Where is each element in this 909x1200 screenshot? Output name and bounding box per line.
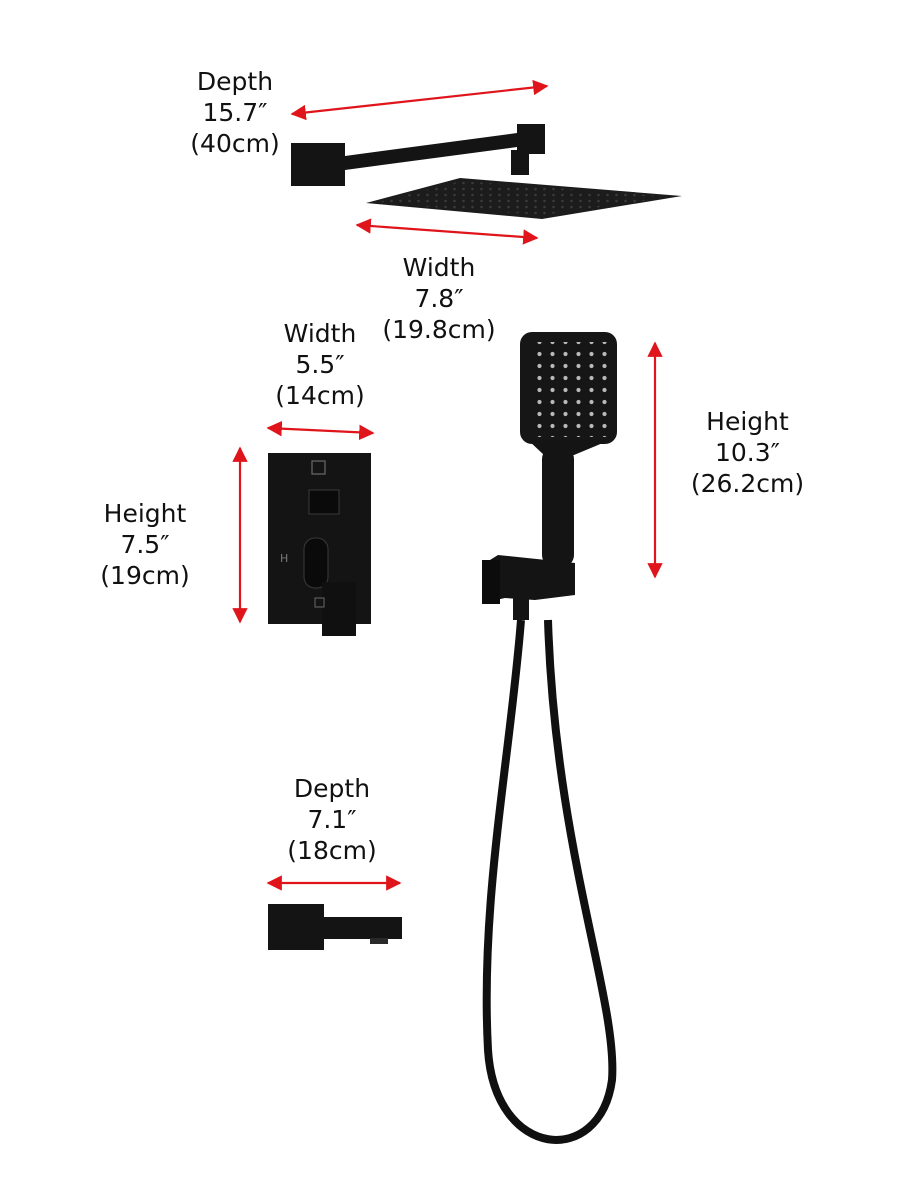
valve-height-label: Height 7.5″ (19cm) — [85, 498, 205, 591]
spout-depth-label: Depth 7.1″ (18cm) — [272, 773, 392, 866]
overhead-width-name: Width — [402, 253, 476, 282]
hand-shower-neck — [528, 440, 610, 455]
valve-hot-mark: H — [280, 552, 288, 565]
valve-cold-mark-icon — [314, 597, 325, 608]
hand-shower-handle — [542, 447, 574, 567]
shower-arm-wall-flange — [291, 143, 345, 186]
diverter-knob — [308, 489, 340, 515]
rain-shower-head-nozzles — [375, 181, 672, 215]
valve-height-metric: (19cm) — [100, 561, 190, 590]
wall-holder — [482, 555, 575, 603]
overhead-width-arrow — [355, 218, 539, 245]
mixer-lever — [322, 582, 356, 636]
shower-arm-connector — [511, 150, 529, 175]
mixer-handle — [303, 537, 329, 589]
valve-height-inches: 7.5″ — [120, 530, 170, 559]
handheld-height-inches: 10.3″ — [714, 438, 780, 467]
overhead-depth-arrow — [290, 79, 549, 121]
overhead-width-label: Width 7.8″ (19.8cm) — [374, 252, 504, 345]
overhead-depth-inches: 15.7″ — [202, 98, 268, 127]
valve-width-name: Width — [283, 319, 357, 348]
shower-arm — [345, 124, 545, 170]
overhead-width-metric: (19.8cm) — [382, 315, 496, 344]
handheld-shower-assembly — [482, 332, 617, 1144]
spout-depth-name: Depth — [293, 774, 371, 803]
handheld-height-metric: (26.2cm) — [690, 469, 805, 498]
spout-depth-inches: 7.1″ — [307, 805, 357, 834]
tub-spout-outlet — [370, 938, 388, 944]
spout-depth-metric: (18cm) — [287, 836, 377, 865]
overhead-depth-name: Depth — [196, 67, 274, 96]
shower-hose — [482, 619, 617, 1144]
handheld-height-label: Height 10.3″ (26.2cm) — [680, 406, 815, 499]
overhead-depth-label: Depth 15.7″ (40cm) — [175, 66, 295, 159]
rain-shower-assembly — [291, 124, 682, 219]
valve-width-metric: (14cm) — [275, 381, 365, 410]
valve-width-label: Width 5.5″ (14cm) — [260, 318, 380, 411]
tub-spout-body — [324, 917, 402, 939]
dimension-arrows — [232, 79, 663, 891]
wall-holder-plate — [482, 560, 500, 604]
tub-spout-flange — [268, 904, 324, 950]
valve-logo-icon — [311, 460, 326, 475]
overhead-depth-metric: (40cm) — [190, 129, 280, 158]
hand-shower-nozzles — [532, 342, 608, 437]
tub-spout-assembly — [268, 904, 402, 950]
handheld-height-name: Height — [706, 407, 789, 436]
valve-height-name: Height — [103, 499, 187, 528]
valve-width-arrow — [266, 420, 375, 441]
overhead-width-inches: 7.8″ — [414, 284, 464, 313]
valve-width-inches: 5.5″ — [295, 350, 345, 379]
diverter-valve-assembly: H — [268, 453, 371, 636]
